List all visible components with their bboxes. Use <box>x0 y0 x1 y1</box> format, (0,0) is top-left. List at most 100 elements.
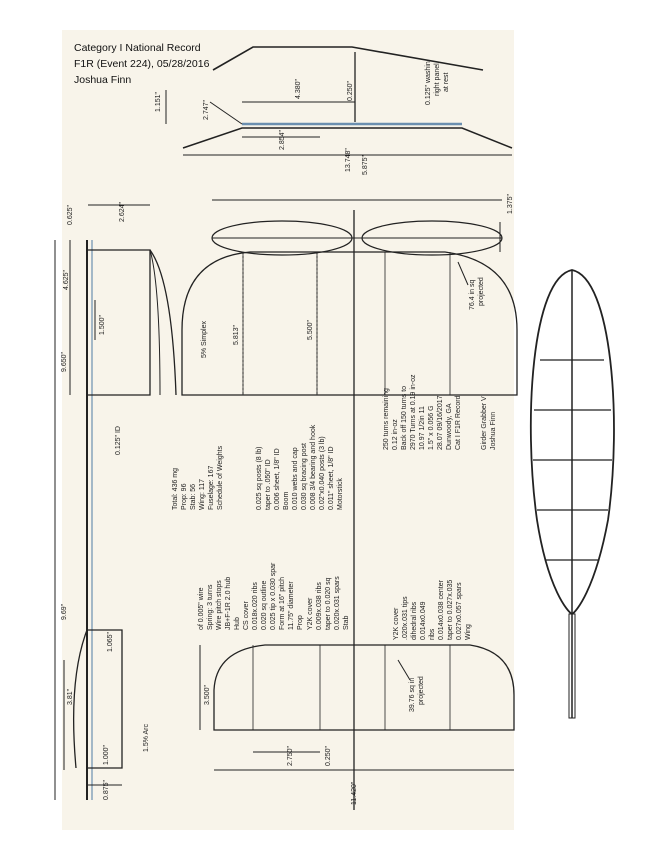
stab-airfoil-curve <box>73 629 88 769</box>
motorstick-line: Boom <box>283 492 290 510</box>
dim-1000: 1.000" <box>103 744 110 765</box>
wing-top-outline <box>181 251 518 396</box>
event-date: F1R (Event 224), 05/28/2016 <box>74 58 210 70</box>
model-name: Girder Grabber V <box>481 396 488 450</box>
weights-line: Prop: 96 <box>181 483 188 510</box>
record-category: Category I National Record <box>74 42 201 54</box>
prop-blade-ribs <box>533 359 612 561</box>
dim-969: 9.69" <box>61 603 68 620</box>
stab-note-line: 0.009x.038 ribs <box>316 582 323 630</box>
wing-note-line: Wing <box>465 624 472 640</box>
record-line: Back off 150 turns to <box>401 386 408 450</box>
prop-note-line: 0.020 sq outline <box>261 580 268 630</box>
stab-note-line: 0.020x.031 spars <box>334 576 341 630</box>
paper-background <box>62 30 514 830</box>
record-line: 1.5" x 0.056 G <box>428 405 435 450</box>
builder-name: Joshua Finn <box>74 74 132 86</box>
dim-5500: 5.500" <box>307 319 314 340</box>
dim-0625: 0.625" <box>67 204 74 225</box>
wing-area-line-1: 76.4 in sq <box>469 280 476 310</box>
prop-note-line: 11.75" diameter <box>288 581 295 630</box>
prop-notes: Prop 11.75" diameter Form at 16" pitch 0… <box>198 562 304 630</box>
motorstick-notes: Motorstick 0.011" sheet, 1/8" ID 0.02"x0… <box>256 424 344 510</box>
dim-dihedral: 2.747" <box>203 99 210 120</box>
wing-note-line: 0.014x0.049 <box>420 601 427 640</box>
dim-9650: 9.650" <box>61 351 68 372</box>
record-line: 250 turns remaining <box>383 388 390 450</box>
dim-post: 0.250" <box>347 80 354 101</box>
record-line: 2970 Turns at 0.19 in-oz <box>410 374 417 450</box>
side-view-labels: 2.624" 0.625" 4.625" 1.500" 9.650" 0.125… <box>61 201 208 800</box>
dim-3500: 3.500" <box>204 684 211 705</box>
prop-front-outline <box>212 46 484 71</box>
front-view-labels: 1.151" 2.747" 4.380" 0.250" 2.854" 13.74… <box>155 61 450 172</box>
prop-note-line: Spring: 3 turns <box>207 584 214 630</box>
stab-airfoil-label: 1.5% Arc <box>143 723 150 752</box>
dim-5875: 5.875" <box>362 154 369 175</box>
dim-panel: 2.854" <box>279 129 286 150</box>
wing-airfoil-inner <box>149 249 161 396</box>
washin-line-2: right panel <box>434 63 441 96</box>
wing-note-line: 0.027x0.057 spars <box>456 582 463 640</box>
motorstick-line: 0.030 sq bracing post <box>301 443 308 510</box>
prop-note-line: Prop <box>297 615 304 630</box>
prop-shaft <box>568 613 576 719</box>
wing-airfoil-curve <box>149 249 177 396</box>
record-line: Cat I F1R Record <box>455 395 462 450</box>
wing-note-line: taper to 0.027x.035 <box>447 580 454 640</box>
weights-line: Total: 436 mg <box>172 468 179 510</box>
prop-note-line: JB+F-1R 2.0 hub <box>225 577 232 630</box>
wing-area-line-2: projected <box>478 277 485 306</box>
stab-area-line-1: 39.76 sq in <box>409 678 416 712</box>
dim-0125-id: 0.125" ID <box>115 426 122 455</box>
wing-airfoil-label: 5% Simplex <box>201 321 208 358</box>
top-view <box>181 199 518 810</box>
prop-note-line: of 0.005" wire <box>198 587 205 630</box>
wing-note-line: 0.014x0.038 center <box>438 579 445 640</box>
wing-note-line: .020x.031 tips <box>402 596 409 640</box>
model-builder: Joshua Finn <box>490 412 497 450</box>
weights-notes: Schedule of Weights Fuselage: 167 Wing: … <box>172 445 224 510</box>
dim-1375: 1.375" <box>507 193 514 214</box>
wing-note-line: dihedral ribs <box>411 601 418 640</box>
dim-2624: 2.624" <box>119 201 126 222</box>
stab-note-line: Y2K cover <box>307 597 314 630</box>
motorstick-line: 0.02"x0.040 posts (3 lb) <box>319 436 326 510</box>
dim-0250: 0.250" <box>325 745 332 766</box>
wing-ribs <box>242 252 451 395</box>
weights-line: Schedule of Weights <box>217 445 224 510</box>
washin-line-1: 0.125" washin <box>425 61 432 105</box>
dim-4625: 4.625" <box>63 269 70 290</box>
motorstick-line: taper to .050" ID <box>265 459 272 510</box>
front-view <box>165 46 513 156</box>
dim-381: 3.81" <box>67 688 74 705</box>
dim-11420: 11.420" <box>351 781 358 805</box>
dim-5813: 5.813" <box>233 324 240 345</box>
stab-note-line: taper to 0.020 sq <box>325 577 332 630</box>
motorstick-line: Motorstick <box>337 478 344 510</box>
record-notes: Cat I F1R Record Dunwoody, GA 28.07 09/1… <box>383 374 462 450</box>
dim-1500: 1.500" <box>99 314 106 335</box>
prop-plan-view <box>529 269 615 719</box>
wing-note-line: ribs <box>429 628 436 640</box>
dim-0875: 0.875" <box>103 779 110 800</box>
record-line: 0.12 in-oz <box>392 419 399 450</box>
record-line: 10.97 1/2in 11 <box>419 406 426 450</box>
wing-side-outline <box>87 249 151 396</box>
weights-line: Stab: 56 <box>190 484 197 510</box>
wing-notes: Wing 0.027x0.057 spars taper to 0.027x.0… <box>393 579 472 640</box>
prop-note-line: 0.018x.020 ribs <box>252 582 259 630</box>
motorstick-line: 0.010 webs and cap <box>292 447 299 510</box>
motorstick-line: 0.006 sheet, 1/8" ID <box>274 448 281 510</box>
side-view <box>54 204 177 800</box>
washin-line-3: at rest <box>443 72 450 92</box>
dim-1065: 1.065" <box>107 631 114 652</box>
dim-2750: 2.750" <box>287 745 294 766</box>
prop-note-line: 0.025 tip x 0.030 spar <box>270 562 277 630</box>
wing-area-leader <box>457 261 469 286</box>
weights-line: Wing: 117 <box>199 479 206 510</box>
record-line: Dunwoody, GA <box>446 403 453 450</box>
top-view-labels: 5.875" 1.375" 5.813" 5.500" 76.4 in sq p… <box>204 154 514 805</box>
